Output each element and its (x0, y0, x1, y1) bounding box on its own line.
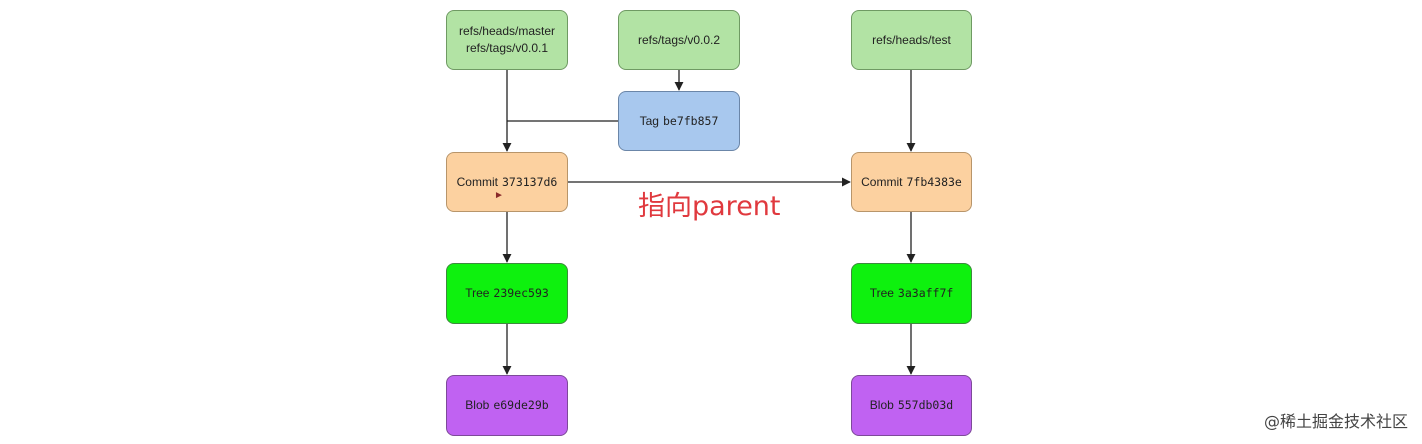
node-commit-right: Commit 7fb4383e (851, 152, 972, 212)
node-hash: be7fb857 (662, 113, 719, 128)
node-blob-right: Blob 557db03d (851, 375, 972, 436)
node-hash: 557db03d (897, 398, 954, 412)
node-kind: Commit (861, 174, 903, 189)
node-master-refs: refs/heads/master refs/tags/v0.0.1 (446, 10, 568, 70)
node-tree-left: Tree 239ec593 (446, 263, 568, 324)
node-hash: 239ec593 (493, 286, 549, 300)
node-kind: Tree (465, 286, 490, 300)
node-hash: 3a3aff7f (897, 286, 954, 300)
node-label: refs/tags/v0.0.1 (465, 41, 549, 55)
node-kind: Commit (456, 174, 498, 189)
node-tag-ref: refs/tags/v0.0.2 (618, 10, 740, 70)
node-kind: Tree (869, 286, 894, 300)
node-hash: 7fb4383e (906, 174, 962, 189)
node-tag-object: Tag be7fb857 (618, 91, 740, 151)
node-kind: Tag (639, 113, 659, 128)
node-kind: Blob (869, 398, 894, 412)
node-blob-left: Blob e69de29b (446, 375, 568, 436)
node-tree-right: Tree 3a3aff7f (851, 263, 972, 324)
node-label: refs/heads/master (458, 24, 556, 38)
node-test-ref: refs/heads/test (851, 10, 972, 70)
node-label: refs/heads/test (872, 32, 951, 47)
node-hash: 373137d6 (501, 174, 558, 189)
mouse-cursor-icon: ► (494, 190, 504, 201)
node-kind: Blob (465, 398, 490, 412)
parent-annotation: 指向parent (638, 191, 781, 222)
site-watermark: @稀土掘金技术社区 (1263, 412, 1408, 431)
node-commit-left: Commit 373137d6 (446, 152, 568, 212)
node-label: refs/tags/v0.0.2 (637, 32, 721, 47)
node-hash: e69de29b (493, 398, 549, 412)
